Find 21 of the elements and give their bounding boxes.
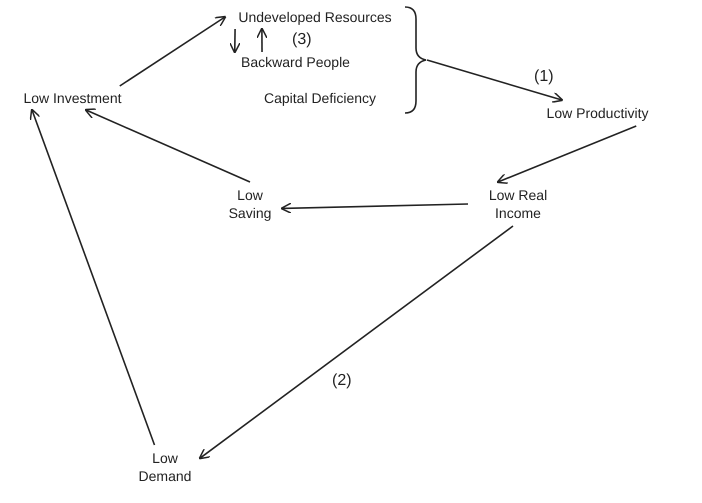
- arrow: [496, 125, 637, 184]
- edge-label: (2): [330, 372, 354, 390]
- edge-label: (1): [532, 68, 556, 86]
- node-label: Capital Deficiency: [264, 89, 376, 107]
- arrow: [229, 28, 241, 54]
- node-label: Low Investment: [23, 89, 122, 107]
- node-label: Low Real Income: [488, 186, 548, 222]
- curly-brace: [405, 6, 427, 114]
- node-label: Undeveloped Resources: [238, 8, 392, 26]
- arrow: [198, 225, 514, 460]
- arrow: [84, 108, 250, 183]
- node-label: Low Demand: [138, 449, 192, 485]
- arrow: [30, 108, 156, 446]
- arrow: [426, 59, 564, 103]
- edge-label: (3): [290, 31, 314, 49]
- arrow: [280, 202, 468, 214]
- node-label: Low Saving: [228, 186, 272, 222]
- node-label: Low Productivity: [546, 104, 648, 122]
- arrow: [119, 16, 227, 87]
- node-label: Backward People: [241, 53, 350, 71]
- arrow: [256, 27, 268, 52]
